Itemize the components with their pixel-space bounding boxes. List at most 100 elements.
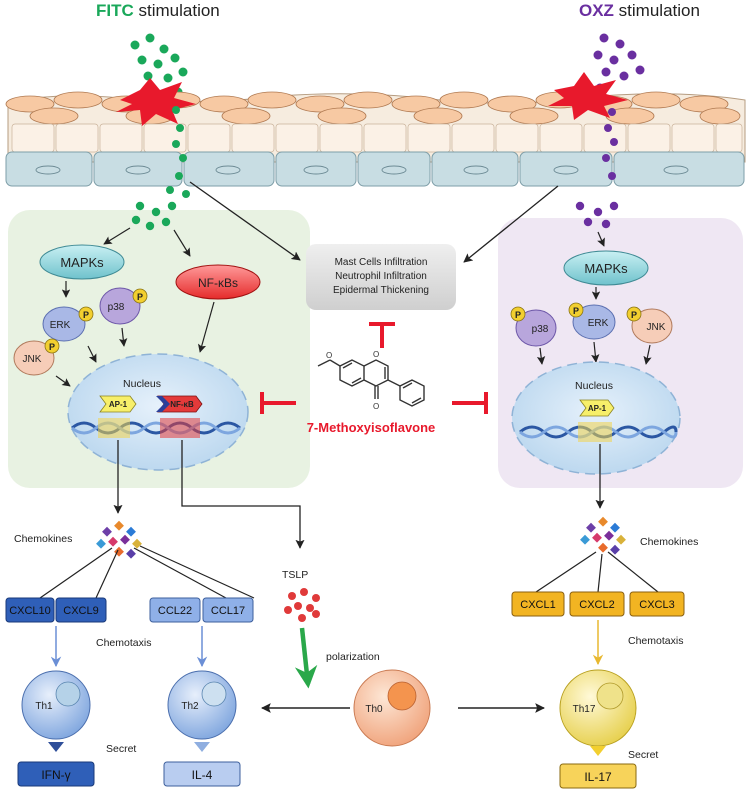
th1-secret-arrow <box>48 742 64 752</box>
oxz-stimulation-label: stimulation <box>614 1 700 20</box>
left-chemokine-branches <box>39 545 255 599</box>
right-jnk-p-badge <box>626 306 642 322</box>
left-jnk-label: JNK <box>23 354 42 365</box>
right-erk-label: ERK <box>588 318 609 329</box>
ccl17-label: CCL17 <box>211 605 245 617</box>
fitc-stimulation-label: stimulation <box>134 1 220 20</box>
effects-box <box>306 244 456 310</box>
cxcl10-label: CXCL10 <box>9 605 51 617</box>
oxz-particles-inside <box>575 201 619 229</box>
fitc-label: FITC <box>96 1 134 20</box>
inhibit-fitc-symbol <box>260 392 296 414</box>
right-erk-to-nucleus-arrow <box>591 341 600 363</box>
right-nucleus-label: Nucleus <box>575 380 613 392</box>
left-jnk-p-label: P <box>49 342 55 352</box>
right-ap1-label: AP-1 <box>588 404 607 413</box>
left-ap1-binding-site <box>98 418 130 438</box>
right-jnk-node <box>631 308 673 344</box>
il17-box <box>559 763 637 789</box>
cxcl2-box <box>569 591 625 617</box>
left-erk-p-label: P <box>83 310 89 320</box>
fitc-particles-inside <box>131 201 177 231</box>
right-ap1-tag <box>579 399 615 417</box>
left-chemokines-label: Chemokines <box>14 533 72 545</box>
left-ap1-label: AP-1 <box>109 400 128 409</box>
compound-o-label-carbonyl: O <box>373 402 379 411</box>
right-ap1-binding-site <box>578 422 612 442</box>
right-mapks-node <box>563 250 649 286</box>
th17-secret-arrow <box>590 746 606 756</box>
fitc-damage-burst <box>116 78 196 126</box>
right-erk-p-badge <box>568 302 584 318</box>
effect-mast-cells: Mast Cells Infiltration <box>335 257 428 268</box>
left-nfkb-label: NF-κBs <box>198 276 238 290</box>
p38-to-nucleus-arrow <box>118 327 128 347</box>
th0-nucleus <box>387 681 417 711</box>
cxcl1-box <box>511 591 565 617</box>
th17-label: Th17 <box>573 704 596 715</box>
left-erk-p-badge <box>78 306 94 322</box>
oxz-damage-burst <box>548 72 628 120</box>
th2-label: Th2 <box>181 701 199 712</box>
right-p38-to-nucleus-arrow <box>536 347 546 365</box>
left-nfkb-node <box>175 264 261 300</box>
right-jnk-p-label: P <box>631 310 637 320</box>
oxz-particles-middle <box>602 108 618 180</box>
tslp-label: TSLP <box>282 569 308 581</box>
left-erk-label: ERK <box>50 320 71 331</box>
left-nucleus-label: Nucleus <box>123 378 161 390</box>
epidermis-layer <box>5 72 746 187</box>
right-chemokines-label: Chemokines <box>640 536 698 548</box>
left-nfkb-tag-label: NF-κB <box>170 400 194 409</box>
left-p38-node <box>99 287 141 325</box>
th1-cell <box>21 670 91 740</box>
il17-label: IL-17 <box>584 770 612 784</box>
oxz-to-mapks-arrow <box>597 231 605 247</box>
cxcl1-label: CXCL1 <box>520 599 555 611</box>
jnk-to-nucleus-arrow <box>55 375 71 387</box>
oxz-title: OXZ stimulation <box>579 1 700 20</box>
left-p38-p-label: P <box>137 292 143 302</box>
fitc-to-nfkb-arrow <box>173 229 191 257</box>
ifng-label: IFN-γ <box>41 768 70 782</box>
fitc-to-mapks-arrow <box>103 227 131 245</box>
erk-to-nucleus-arrow <box>87 345 97 363</box>
th17-cell <box>559 669 637 747</box>
inhibit-effects-symbol <box>369 322 395 348</box>
right-p38-p-badge <box>510 306 526 322</box>
ccl22-label: CCL22 <box>158 605 192 617</box>
left-ap1-tag <box>99 395 137 413</box>
right-jnk-to-nucleus-arrow <box>643 344 652 365</box>
right-erk-node <box>572 304 616 340</box>
effect-epidermal: Epidermal Thickening <box>333 285 429 296</box>
right-chemokine-branches <box>535 551 659 593</box>
right-erk-p-label: P <box>573 306 579 316</box>
right-nucleus <box>511 361 681 475</box>
polarization-label: polarization <box>326 651 380 663</box>
th1-nucleus <box>55 681 81 707</box>
th2-secret-arrow <box>194 742 210 752</box>
left-mapks-node <box>39 244 125 280</box>
cxcl2-label: CXCL2 <box>579 599 614 611</box>
left-secret-label: Secret <box>106 743 136 755</box>
ccl17-box <box>202 597 254 623</box>
compound-name: 7-Methoxyisoflavone <box>307 420 436 435</box>
compound-o-label-methoxy: O <box>326 351 332 360</box>
left-chemokine-cluster <box>96 520 142 559</box>
right-p38-label: p38 <box>532 324 549 335</box>
cxcl9-label: CXCL9 <box>63 605 98 617</box>
right-secret-label: Secret <box>628 749 658 761</box>
cxcl10-box <box>5 597 55 623</box>
fitc-title: FITC stimulation <box>96 1 220 20</box>
th2-nucleus <box>201 681 227 707</box>
fitc-to-effects-arrow <box>189 181 301 261</box>
th2-cell <box>167 670 237 740</box>
inhibit-oxz-symbol <box>452 392 488 414</box>
th0-label: Th0 <box>365 704 383 715</box>
tslp-particles <box>284 588 320 622</box>
fitc-particles-middle <box>166 106 190 198</box>
oxz-particles-top <box>593 33 645 93</box>
effect-neutrophil: Neutrophil Infiltration <box>335 271 427 282</box>
left-jnk-p-badge <box>44 338 60 354</box>
right-mapks-label: MAPKs <box>584 261 628 276</box>
